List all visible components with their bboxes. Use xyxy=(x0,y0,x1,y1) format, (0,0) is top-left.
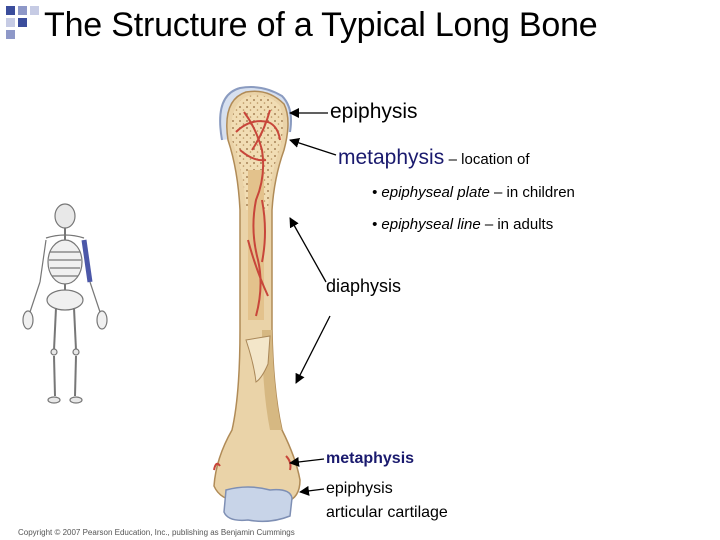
bullet2-rest: – in adults xyxy=(484,216,554,233)
skeleton-figure xyxy=(22,203,108,404)
label-location-of: – location of xyxy=(448,151,530,168)
bullet2-term: • epiphyseal line xyxy=(372,216,481,233)
long-bone xyxy=(213,86,301,523)
label-metaphysis-top: metaphysis xyxy=(338,146,445,169)
label-diaphysis: diaphysis xyxy=(326,276,402,296)
corner-square-3 xyxy=(6,18,15,27)
bullet-epiphyseal-line: • epiphyseal line – in adults xyxy=(372,216,553,233)
arrow-diaphysis-down xyxy=(295,315,331,384)
copyright-notice: Copyright © 2007 Pearson Education, Inc.… xyxy=(18,528,295,537)
corner-square-2 xyxy=(18,6,27,15)
arrow-epiphysis-bottom xyxy=(299,485,325,496)
bullet-epiphyseal-plate: • epiphyseal plate – in children xyxy=(372,184,575,201)
page-title: The Structure of a Typical Long Bone xyxy=(44,6,598,44)
label-epiphysis-bottom: epiphysis xyxy=(326,480,393,497)
corner-square-5 xyxy=(18,18,27,27)
corner-square-4 xyxy=(30,6,39,15)
label-articular-cartilage: articular cartilage xyxy=(326,504,448,521)
label-epiphysis-top: epiphysis xyxy=(330,100,418,123)
label-metaphysis-bottom: metaphysis xyxy=(326,450,415,467)
label-metaphysis-top-group: metaphysis – location of xyxy=(338,146,530,170)
corner-square-6 xyxy=(6,30,15,39)
arrow-diaphysis-up xyxy=(289,217,327,283)
leader-lines xyxy=(289,108,337,496)
bullet1-term: • epiphyseal plate xyxy=(372,184,490,201)
arrow-metaphysis-top xyxy=(289,138,337,156)
corner-square-1 xyxy=(6,6,15,15)
arrow-metaphysis-bottom xyxy=(289,456,325,467)
bullet1-rest: – in children xyxy=(494,184,575,201)
